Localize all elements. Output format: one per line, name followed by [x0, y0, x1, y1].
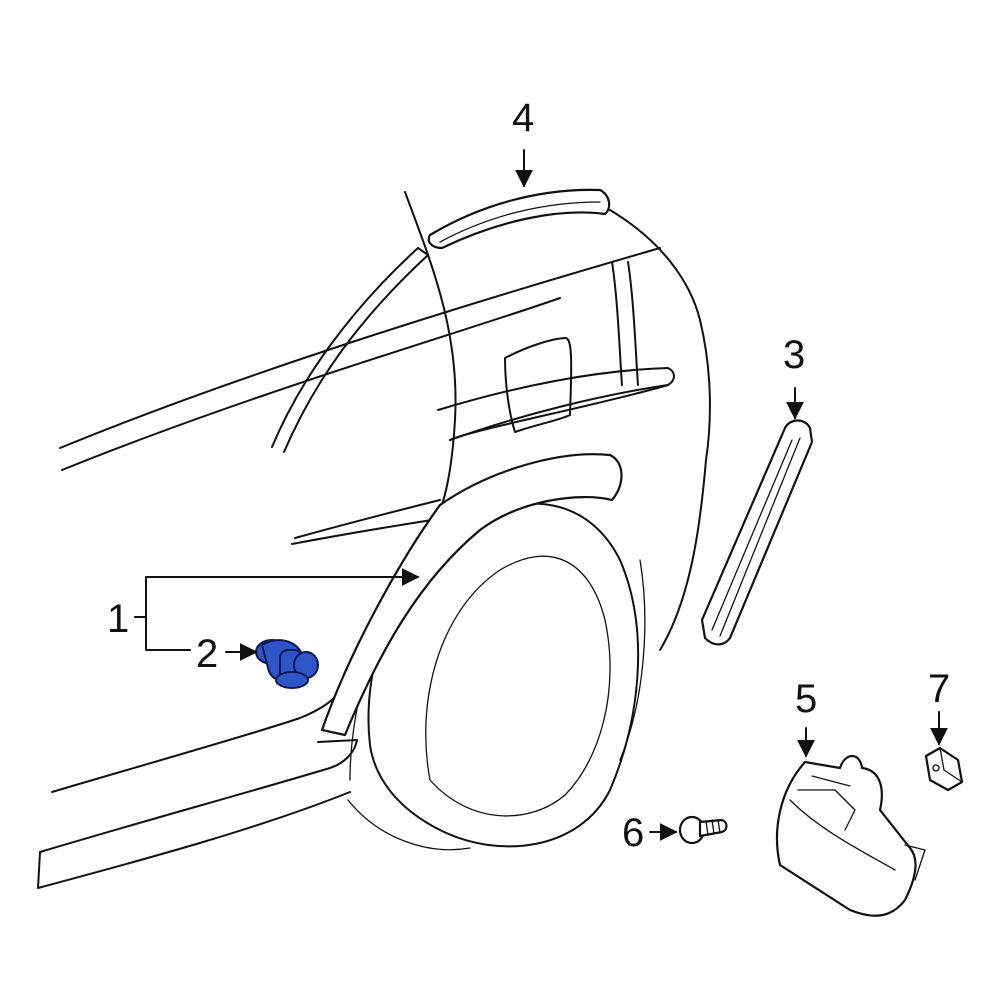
part-2-clip-highlighted	[255, 639, 319, 689]
part-6-screw	[678, 815, 728, 845]
callout-2: 2	[196, 632, 218, 676]
callout-leaders	[134, 149, 948, 841]
vehicle-body-outline	[37, 191, 711, 889]
callout-4: 4	[512, 96, 534, 140]
part-4-roof-molding	[427, 188, 611, 250]
callout-6: 6	[622, 811, 644, 855]
part-3-pillar-molding	[700, 419, 814, 646]
callout-5: 5	[795, 677, 817, 721]
part-7-nut-clip	[924, 746, 964, 792]
callout-3: 3	[783, 333, 805, 377]
callout-1: 1	[107, 597, 129, 641]
part-1-wheel-opening-molding	[320, 453, 623, 737]
callout-7: 7	[928, 667, 950, 711]
part-5-mud-guard	[775, 754, 926, 917]
